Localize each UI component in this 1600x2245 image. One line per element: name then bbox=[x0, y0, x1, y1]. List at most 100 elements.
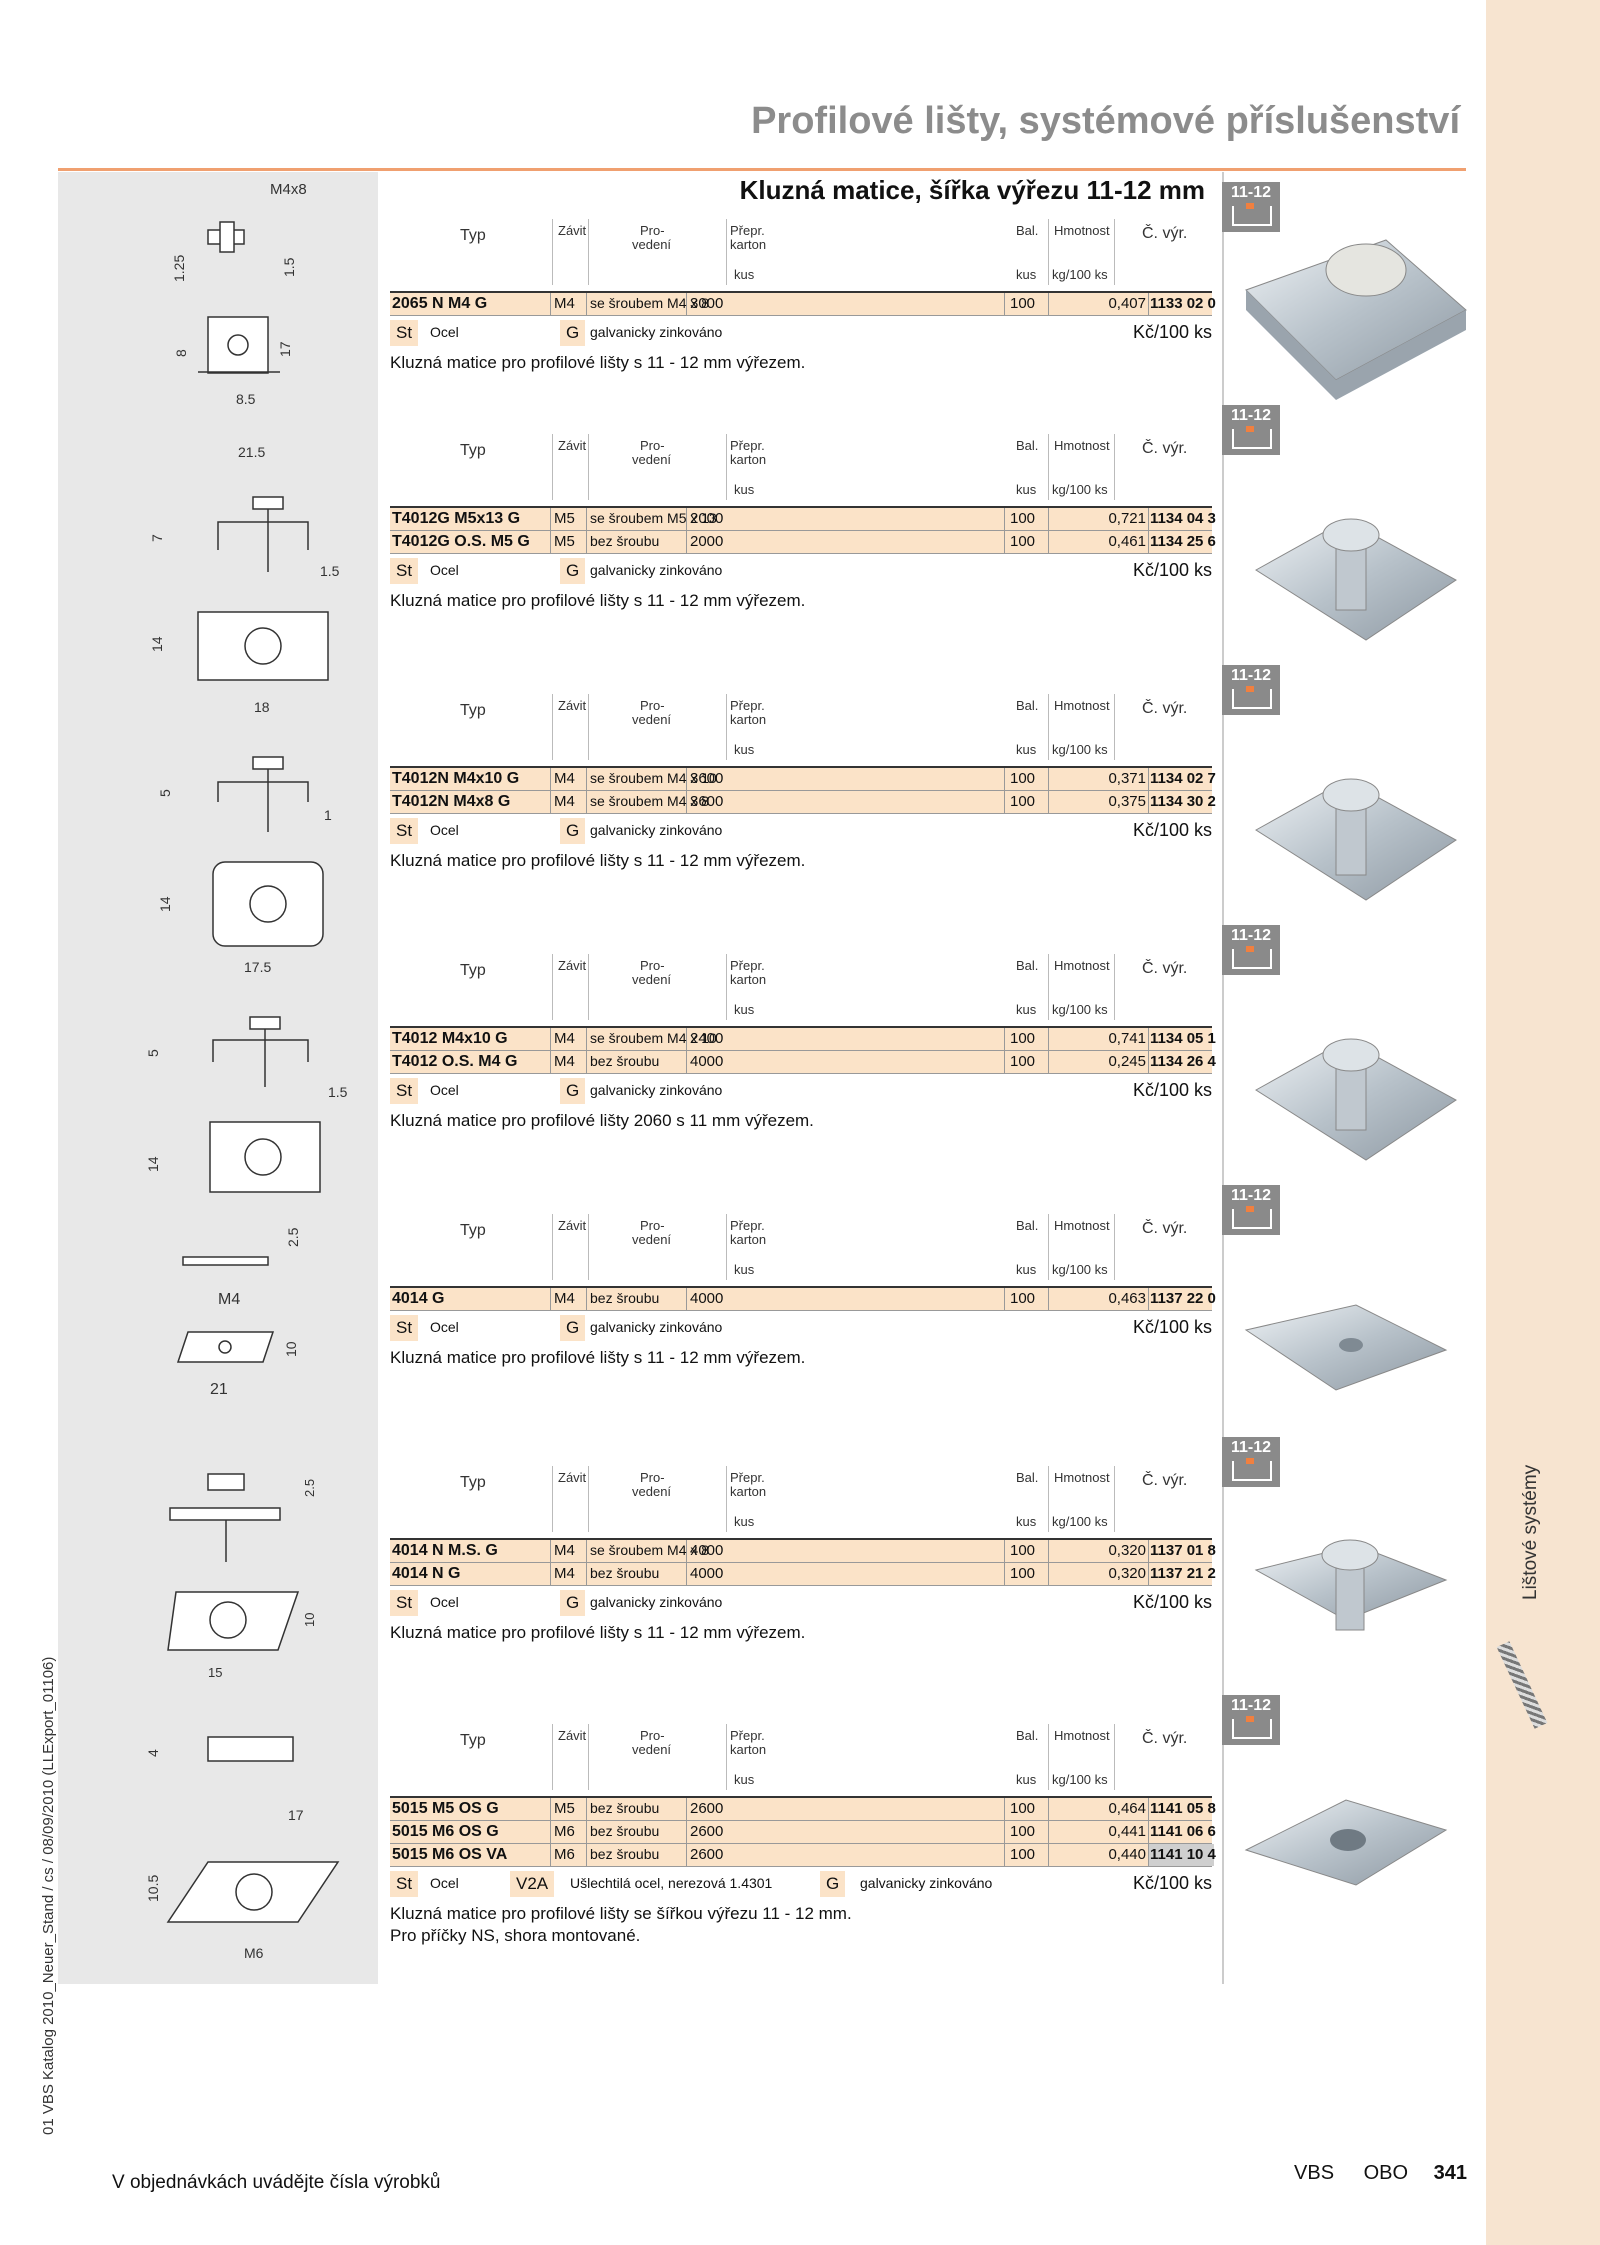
description: Kluzná matice pro profilové lišty s 11 -… bbox=[390, 1620, 1212, 1644]
material-label: Ocel bbox=[430, 1319, 459, 1335]
cell-provedeni: bez šroubu bbox=[590, 1800, 660, 1816]
cell-bal: 100 bbox=[1010, 1846, 1036, 1863]
price-unit: Kč/100 ks bbox=[1132, 1317, 1212, 1337]
drawing-t4012: 17.5 5 1.5 14 bbox=[145, 959, 348, 1193]
dim-label: 17 bbox=[288, 1807, 304, 1823]
drawing-t4012g: 21.5 7 1.5 14 bbox=[149, 444, 340, 681]
dim-label: 5 bbox=[145, 1049, 161, 1057]
description: Kluzná matice pro profilové lišty s 11 -… bbox=[390, 1345, 1212, 1369]
cell-cvyr: 1137 22 0 bbox=[1150, 1290, 1216, 1307]
cell-provedeni: se šroubem M4 x 10 bbox=[590, 770, 717, 786]
col-bal-unit: kus bbox=[1016, 1262, 1037, 1277]
cell-hmotnost: 0,741 bbox=[1108, 1030, 1146, 1047]
cell-cvyr: 1137 01 8 bbox=[1150, 1542, 1216, 1559]
cell-cvyr: 1141 06 6 bbox=[1150, 1823, 1216, 1840]
cell-typ: T4012 M4x10 G bbox=[392, 1030, 508, 1047]
dim-label: 1.5 bbox=[320, 563, 340, 579]
col-karton: karton bbox=[730, 1232, 767, 1247]
material-code: G bbox=[560, 1315, 586, 1341]
material-label: galvanicky zinkováno bbox=[590, 1082, 723, 1098]
badge-label: 11-12 bbox=[1230, 1439, 1272, 1456]
slot-width-badge: 11-12 bbox=[1222, 1695, 1280, 1745]
cell-hmotnost: 0,407 bbox=[1108, 295, 1146, 312]
col-kus: kus bbox=[734, 482, 755, 497]
dim-label: 1.5 bbox=[281, 257, 297, 277]
dim-label: M4x8 bbox=[270, 181, 307, 198]
col-prepr: Přepr. bbox=[730, 1728, 765, 1743]
cell-typ: 4014 N G bbox=[392, 1565, 461, 1582]
material-label: galvanicky zinkováno bbox=[590, 324, 723, 340]
cell-hmotnost: 0,320 bbox=[1108, 1565, 1146, 1582]
col-karton: karton bbox=[730, 712, 767, 727]
cell-bal: 100 bbox=[1010, 1823, 1036, 1840]
badge-label: 11-12 bbox=[1230, 407, 1272, 424]
slot-marker-icon bbox=[1246, 1716, 1254, 1722]
slot-width-badge: 11-12 bbox=[1222, 1185, 1280, 1235]
cell-provedeni: se šroubem M5 x 13 bbox=[590, 510, 717, 526]
cell-kus: 3000 bbox=[690, 295, 724, 312]
cell-cvyr: 1134 26 4 bbox=[1150, 1053, 1216, 1070]
col-bal-unit: kus bbox=[1016, 742, 1037, 757]
cell-kus: 2000 bbox=[690, 510, 724, 527]
col-bal: Bal. bbox=[1016, 1470, 1039, 1485]
cell-provedeni: se šroubem M4 x 8 bbox=[590, 793, 710, 809]
drawing-2065: M4x8 1.25 1.5 8 17 8.5 bbox=[171, 181, 307, 407]
material-label: Ocel bbox=[430, 562, 459, 578]
material-code: St bbox=[390, 1871, 419, 1897]
col-typ: Typ bbox=[460, 1474, 486, 1491]
col-hmotnost: Hmotnost bbox=[1054, 1728, 1110, 1743]
cell-zavit: M4 bbox=[554, 1542, 575, 1559]
dim-label: 1.5 bbox=[328, 1084, 348, 1100]
cell-typ: T4012N M4x10 G bbox=[392, 770, 520, 787]
description-line: Kluzná matice pro profilové lišty 2060 s… bbox=[390, 1111, 814, 1130]
col-vedeni: vedení bbox=[632, 1484, 672, 1499]
material-label: Ušlechtilá ocel, nerezová 1.4301 bbox=[570, 1875, 773, 1891]
cell-hmotnost: 0,464 bbox=[1108, 1800, 1146, 1817]
col-zavit: Závit bbox=[558, 1728, 587, 1743]
col-cvyr: Č. výr. bbox=[1142, 440, 1188, 457]
cell-cvyr: 1134 04 3 bbox=[1150, 510, 1216, 527]
slot-icon bbox=[1232, 1209, 1272, 1229]
badge-label: 11-12 bbox=[1230, 1697, 1272, 1714]
dim-label: 8 bbox=[173, 349, 189, 357]
col-pro: Pro- bbox=[640, 1218, 665, 1233]
cell-zavit: M4 bbox=[554, 1290, 575, 1307]
col-typ: Typ bbox=[460, 227, 486, 244]
cell-typ: T4012N M4x8 G bbox=[392, 793, 511, 810]
col-karton: karton bbox=[730, 1742, 767, 1757]
cell-cvyr: 1141 05 8 bbox=[1150, 1800, 1216, 1817]
description-line: Kluzná matice pro profilové lišty s 11 -… bbox=[390, 1348, 806, 1367]
material-label: galvanicky zinkováno bbox=[590, 562, 723, 578]
col-zavit: Závit bbox=[558, 1470, 587, 1485]
material-code: St bbox=[390, 558, 419, 584]
slot-icon bbox=[1232, 429, 1272, 449]
cell-kus: 2600 bbox=[690, 1800, 724, 1817]
cell-zavit: M4 bbox=[554, 1030, 575, 1047]
badge-label: 11-12 bbox=[1230, 184, 1272, 201]
cell-hmotnost: 0,463 bbox=[1108, 1290, 1146, 1307]
price-unit: Kč/100 ks bbox=[1132, 560, 1212, 580]
material-code: G bbox=[560, 1078, 586, 1104]
footer-brand: VBS OBO 341 bbox=[1294, 2162, 1467, 2185]
price-unit: Kč/100 ks bbox=[1132, 1873, 1212, 1893]
cell-bal: 100 bbox=[1010, 295, 1036, 312]
slot-width-badge: 11-12 bbox=[1222, 405, 1280, 455]
technical-drawings: M4x8 1.25 1.5 8 17 8.5 21.5 7 1.5 14 18 … bbox=[145, 181, 348, 1961]
dim-label: M4 bbox=[218, 1291, 240, 1308]
col-zavit: Závit bbox=[558, 223, 587, 238]
cell-bal: 100 bbox=[1010, 1053, 1036, 1070]
cell-provedeni: bez šroubu bbox=[590, 533, 660, 549]
col-bal-unit: kus bbox=[1016, 1772, 1037, 1787]
col-hm-unit: kg/100 ks bbox=[1052, 1772, 1108, 1787]
cell-bal: 100 bbox=[1010, 1030, 1036, 1047]
material-code: St bbox=[390, 818, 419, 844]
col-prepr: Přepr. bbox=[730, 223, 765, 238]
